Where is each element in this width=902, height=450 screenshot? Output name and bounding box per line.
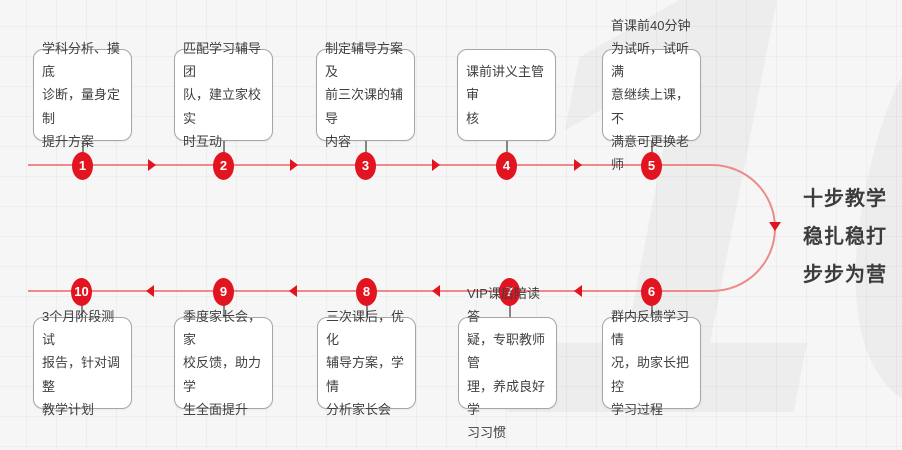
arrow-right-icon [290,159,298,171]
step-box: 季度家长会，家 校反馈，助力学 生全面提升 [174,309,273,417]
step-box: 课前讲义主管审 核 [457,49,556,141]
connector-line [82,140,84,153]
connector-line [651,305,653,318]
arrow-left-icon [146,285,154,297]
step-number-badge: 3 [355,152,376,180]
step-box: 学科分析、摸底 诊断，量身定制 提升方案 [33,41,132,149]
step-box: VIP课后陪读答 疑，专职教师管 理，养成良好学 习习惯 [458,286,557,440]
arrow-down-icon [769,222,781,231]
connector-line [223,305,225,318]
step-number-badge: 4 [496,152,517,180]
connector-line [509,305,511,318]
connector-line [651,140,653,153]
arrow-left-icon [432,285,440,297]
arrow-right-icon [574,159,582,171]
arrow-right-icon [148,159,156,171]
arrow-left-icon [289,285,297,297]
step-box: 匹配学习辅导团 队，建立家校实 时互动 [174,41,273,149]
diagram-title-line-3: 步步为营 [803,264,887,286]
step-number-badge: 7 [499,278,520,306]
connector-line [223,140,225,153]
connector-line [365,140,367,153]
connector-line [81,305,83,318]
step-number-badge: 5 [641,152,662,180]
step-number-badge: 9 [213,278,234,306]
step-number-badge: 8 [356,278,377,306]
step-number-badge: 10 [71,278,92,306]
step-box: 制定辅导方案及 前三次课的辅导 内容 [316,41,415,149]
arrow-right-icon [432,159,440,171]
connector-line [366,305,368,318]
step-number-badge: 6 [641,278,662,306]
diagram-title-line-2: 稳扎稳打 [803,226,887,248]
step-box: 首课前40分钟 为试听，试听满 意继续上课，不 满意可更换老师 [602,18,701,172]
step-number-badge: 1 [72,152,93,180]
step-box: 群内反馈学习情 况，助家长把控 学习过程 [602,309,701,417]
connector-line [506,140,508,153]
step-number-badge: 2 [213,152,234,180]
diagram-title-line-1: 十步教学 [803,188,887,210]
step-box: 三次课后，优化 辅导方案，学情 分析家长会 [317,309,416,417]
diagram-title: 十步教学 稳扎稳打 步步为营 [803,180,887,294]
step-box: 3个月阶段测试 报告，针对调整 教学计划 [33,309,132,417]
arrow-left-icon [574,285,582,297]
